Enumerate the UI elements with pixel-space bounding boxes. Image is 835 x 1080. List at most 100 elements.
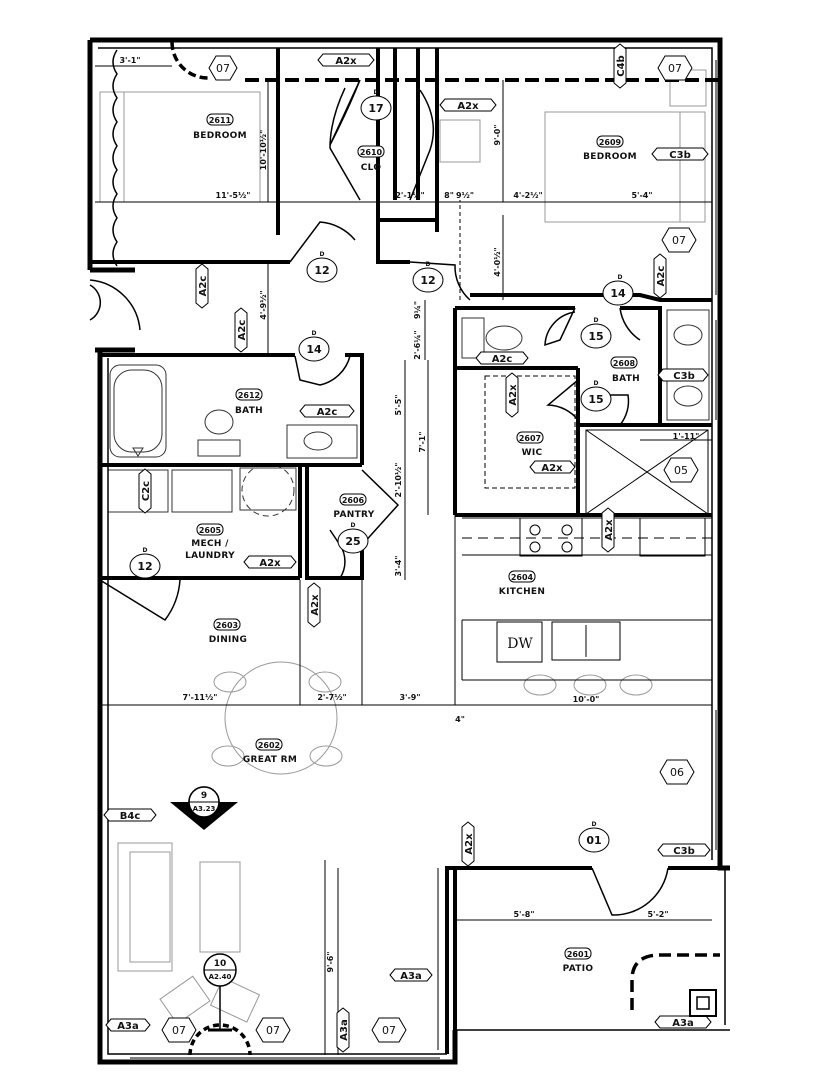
svg-text:A2x: A2x bbox=[541, 463, 563, 474]
patio-post bbox=[689, 989, 717, 1017]
dimension-labels: 3'-1" 10'-10½" 11'-5½" 2'-1½" 8" 9½" 4'-… bbox=[119, 56, 699, 973]
svg-text:4'-9½": 4'-9½" bbox=[258, 290, 268, 319]
wall-flag: A2x bbox=[601, 507, 615, 553]
svg-text:07: 07 bbox=[216, 62, 230, 75]
svg-text:9½": 9½" bbox=[456, 190, 474, 200]
svg-text:GREAT RM: GREAT RM bbox=[243, 755, 297, 765]
svg-text:8": 8" bbox=[444, 191, 454, 200]
svg-text:9¼": 9¼" bbox=[412, 301, 422, 319]
door-tag: D 15 bbox=[580, 380, 612, 412]
svg-text:A2c: A2c bbox=[317, 407, 338, 418]
wall-flag: C3b bbox=[657, 368, 709, 382]
curtain-line bbox=[112, 49, 118, 267]
svg-text:A2c: A2c bbox=[492, 354, 513, 365]
svg-text:15: 15 bbox=[588, 393, 603, 406]
window-tag: 07 bbox=[661, 227, 697, 253]
svg-text:A3a: A3a bbox=[672, 1018, 693, 1029]
interior-walls bbox=[90, 48, 720, 1054]
svg-text:KITCHEN: KITCHEN bbox=[499, 587, 545, 597]
wall-flag: A2c bbox=[475, 351, 529, 365]
window-tag: 07 bbox=[255, 1017, 291, 1043]
svg-text:D: D bbox=[320, 251, 325, 258]
svg-text:07: 07 bbox=[382, 1024, 396, 1037]
svg-text:A2c: A2c bbox=[656, 266, 667, 287]
room-labels: 2611 BEDROOM 2610 CLO 2609 BEDROOM 2612 … bbox=[185, 113, 640, 974]
room-2608: 2608 BATH bbox=[610, 356, 640, 384]
room-2606: 2606 PANTRY bbox=[333, 493, 374, 520]
svg-text:A2.40: A2.40 bbox=[209, 973, 232, 981]
svg-text:BEDROOM: BEDROOM bbox=[583, 152, 637, 162]
bathtub bbox=[109, 364, 167, 458]
svg-text:9: 9 bbox=[201, 791, 207, 801]
svg-text:C3b: C3b bbox=[673, 846, 694, 857]
wall-flag: A2x bbox=[439, 98, 497, 112]
svg-text:A2x: A2x bbox=[464, 833, 475, 855]
svg-text:7'-11½": 7'-11½" bbox=[183, 692, 218, 702]
svg-text:D: D bbox=[594, 380, 599, 387]
svg-text:D: D bbox=[618, 274, 623, 281]
svg-text:B4c: B4c bbox=[120, 811, 141, 822]
door-tag: D 12 bbox=[306, 251, 338, 283]
svg-text:4'-2½": 4'-2½" bbox=[513, 190, 542, 200]
svg-text:4'-0½": 4'-0½" bbox=[492, 247, 502, 276]
dashed-lines bbox=[245, 78, 720, 1010]
svg-text:07: 07 bbox=[668, 62, 682, 75]
svg-text:2'-6¼": 2'-6¼" bbox=[412, 330, 422, 359]
svg-text:D: D bbox=[592, 821, 597, 828]
svg-text:14: 14 bbox=[306, 343, 322, 356]
door-tag: D 12 bbox=[129, 547, 161, 579]
svg-text:D: D bbox=[374, 89, 379, 96]
door-tag: D 12 bbox=[412, 261, 444, 293]
room-2605: 2605 MECH / LAUNDRY bbox=[185, 523, 235, 561]
wall-flag: C3b bbox=[651, 147, 709, 161]
dimension-lines bbox=[95, 65, 712, 1055]
wall-flag: B4c bbox=[103, 808, 157, 822]
wall-flag: A2c bbox=[299, 404, 355, 418]
svg-text:PANTRY: PANTRY bbox=[333, 510, 374, 520]
room-2607: 2607 WIC bbox=[516, 431, 544, 458]
bed-2609 bbox=[544, 111, 706, 223]
svg-text:A2x: A2x bbox=[310, 594, 321, 616]
svg-text:3'-1": 3'-1" bbox=[119, 56, 140, 65]
svg-text:2609: 2609 bbox=[599, 138, 622, 147]
svg-text:A2c: A2c bbox=[198, 276, 209, 297]
door-tag: D 17 bbox=[360, 89, 392, 121]
svg-text:MECH /: MECH / bbox=[191, 539, 229, 549]
svg-text:4": 4" bbox=[455, 715, 465, 724]
svg-text:5'-4": 5'-4" bbox=[631, 191, 652, 200]
svg-text:WIC: WIC bbox=[522, 448, 543, 458]
exterior-wall-inner-lines bbox=[98, 47, 730, 1055]
room-2609: 2609 BEDROOM bbox=[583, 135, 637, 162]
room-2612: 2612 BATH bbox=[235, 388, 263, 416]
svg-text:14: 14 bbox=[610, 287, 626, 300]
room-2610: 2610 CLO bbox=[357, 145, 385, 173]
svg-text:C2c: C2c bbox=[141, 481, 152, 501]
svg-text:5'-2": 5'-2" bbox=[647, 910, 668, 919]
svg-text:A2x: A2x bbox=[508, 384, 519, 406]
svg-text:BATH: BATH bbox=[612, 374, 640, 384]
svg-text:2611: 2611 bbox=[209, 116, 232, 125]
svg-text:3'-4": 3'-4" bbox=[394, 555, 403, 576]
svg-text:CLO: CLO bbox=[361, 163, 382, 173]
svg-text:1'-11": 1'-11" bbox=[673, 432, 700, 441]
svg-text:2607: 2607 bbox=[519, 434, 541, 443]
svg-text:2610: 2610 bbox=[360, 148, 383, 157]
svg-text:LAUNDRY: LAUNDRY bbox=[185, 551, 235, 561]
room-2604: 2604 KITCHEN bbox=[499, 570, 545, 597]
svg-text:A2x: A2x bbox=[335, 56, 357, 67]
door-tags: D 17 D 12 D 12 D 14 D 14 D 15 bbox=[129, 89, 634, 853]
svg-text:A2x: A2x bbox=[457, 101, 479, 112]
door-swings bbox=[89, 41, 669, 1056]
svg-text:11'-5½": 11'-5½" bbox=[216, 190, 251, 200]
wall-flag: A2x bbox=[307, 582, 321, 628]
wall-flag: A2x bbox=[461, 821, 475, 867]
svg-text:C3b: C3b bbox=[669, 150, 690, 161]
wall-flag: A3a bbox=[105, 1018, 151, 1032]
window-tag: 07 bbox=[657, 55, 693, 81]
room-2603: 2603 DINING bbox=[209, 618, 247, 645]
window-tag: 07 bbox=[161, 1017, 197, 1043]
dishwasher-label: DW bbox=[507, 636, 533, 652]
room-2601: 2601 PATIO bbox=[563, 947, 593, 974]
window-tags: 07 07 07 07 07 07 05 06 bbox=[161, 55, 699, 1043]
wall-flag: A2x bbox=[243, 555, 297, 569]
